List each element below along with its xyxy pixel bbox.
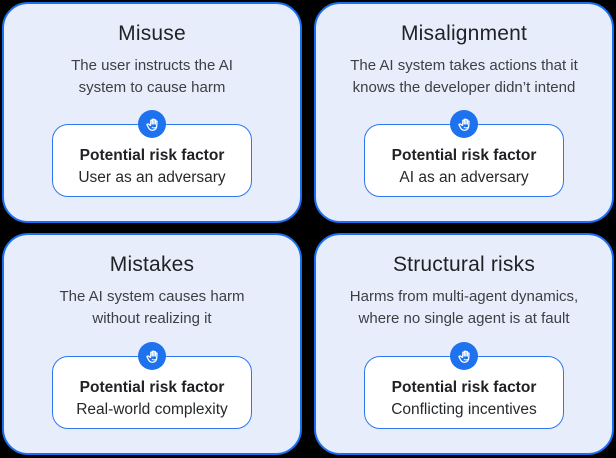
raised-hand-icon bbox=[138, 110, 166, 138]
card-title: Mistakes bbox=[109, 253, 195, 276]
card-description-line: The AI system takes actions that it bbox=[350, 57, 578, 74]
card-description: The AI system takes actions that it know… bbox=[350, 55, 578, 99]
card-description-line: system to cause harm bbox=[78, 79, 226, 96]
raised-hand-icon bbox=[138, 342, 166, 370]
card-title: Structural risks bbox=[392, 253, 536, 276]
card-description-line: where no single agent is at fault bbox=[358, 310, 570, 327]
card-description-line: The AI system causes harm bbox=[59, 288, 245, 305]
risk-factor-value: AI as an adversary bbox=[399, 169, 529, 186]
risk-factor-box: Potential risk factor Real-world complex… bbox=[52, 342, 252, 429]
card-description: Harms from multi-agent dynamics, where n… bbox=[350, 286, 578, 330]
card-description-line: The user instructs the AI bbox=[71, 57, 233, 74]
card-title: Misalignment bbox=[400, 22, 528, 45]
card-description-line: without realizing it bbox=[92, 310, 212, 327]
card-description: The user instructs the AI system to caus… bbox=[71, 55, 233, 99]
risk-factor-value: Real-world complexity bbox=[76, 401, 228, 418]
card-description: The AI system causes harm without realiz… bbox=[59, 286, 244, 330]
risk-factor-label: Potential risk factor bbox=[79, 379, 225, 396]
raised-hand-icon bbox=[450, 110, 478, 138]
card-description-line: Harms from multi-agent dynamics, bbox=[349, 288, 579, 305]
risk-factor-box: Potential risk factor User as an adversa… bbox=[52, 110, 252, 197]
raised-hand-icon bbox=[450, 342, 478, 370]
risk-factor-label: Potential risk factor bbox=[391, 147, 537, 164]
card-mistakes: Mistakes The AI system causes harm witho… bbox=[2, 233, 302, 455]
card-misuse: Misuse The user instructs the AI system … bbox=[2, 2, 302, 223]
card-description-line: knows the developer didn’t intend bbox=[352, 79, 576, 96]
risk-factor-label: Potential risk factor bbox=[79, 147, 225, 164]
card-structural-risks: Structural risks Harms from multi-agent … bbox=[314, 233, 614, 455]
risk-factor-value: Conflicting incentives bbox=[391, 401, 537, 418]
risk-factor-value: User as an adversary bbox=[78, 169, 226, 186]
risk-factor-label: Potential risk factor bbox=[391, 379, 537, 396]
risk-factor-box: Potential risk factor Conflicting incent… bbox=[364, 342, 564, 429]
card-misalignment: Misalignment The AI system takes actions… bbox=[314, 2, 614, 223]
card-title: Misuse bbox=[118, 22, 186, 45]
risk-factor-box: Potential risk factor AI as an adversary bbox=[364, 110, 564, 197]
